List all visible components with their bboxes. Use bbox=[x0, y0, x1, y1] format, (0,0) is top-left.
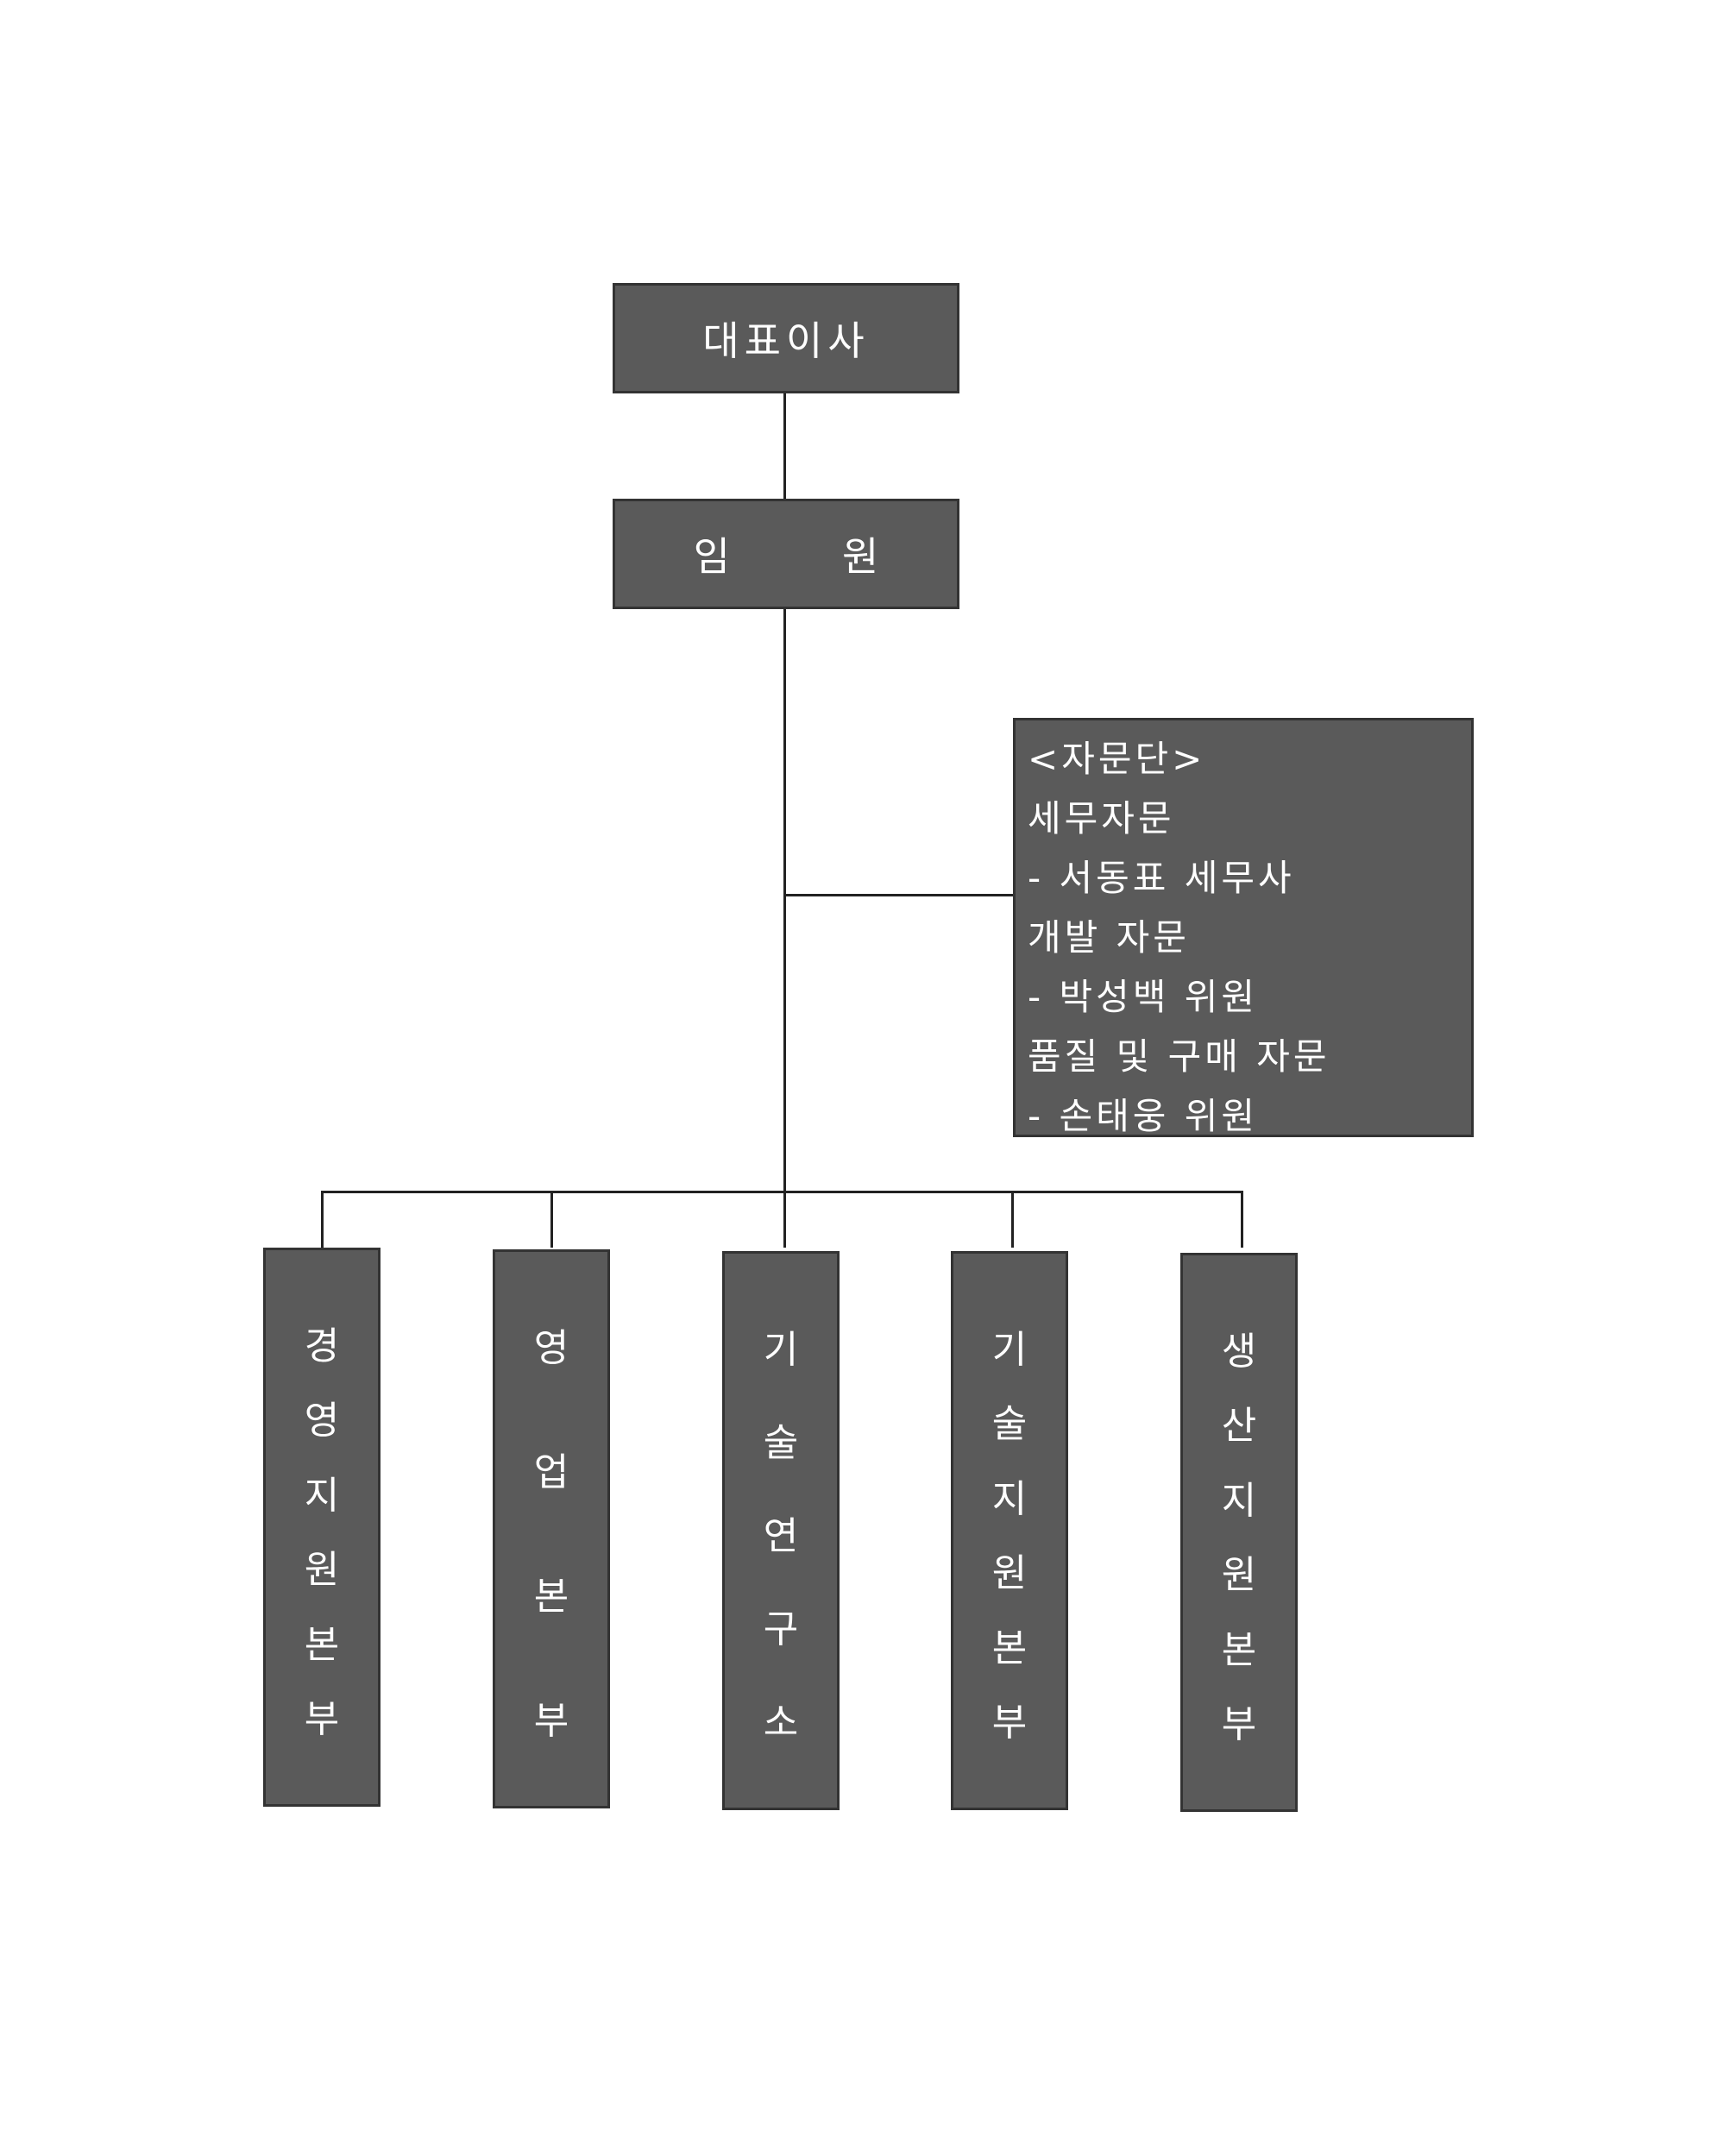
dept-char: 술 bbox=[991, 1402, 1028, 1447]
dept-char: 부 bbox=[991, 1700, 1028, 1745]
dept-char: 영 bbox=[304, 1399, 340, 1443]
connector-exec-trunk bbox=[783, 609, 786, 1248]
dept-char: 지 bbox=[991, 1476, 1028, 1521]
executives-label-char-2: 원 bbox=[842, 533, 879, 580]
dept-char: 산 bbox=[1221, 1404, 1257, 1449]
connector-dept-5 bbox=[1241, 1191, 1243, 1248]
dept-char: 소 bbox=[763, 1701, 799, 1745]
advisory-line: - 박성백 위원 bbox=[1028, 976, 1259, 1018]
dept-char: 본 bbox=[1221, 1627, 1257, 1672]
dept-sales: 영 업 본 부 bbox=[493, 1249, 610, 1808]
dept-char: 기 bbox=[991, 1328, 1028, 1372]
advisory-line: - 손태웅 위원 bbox=[1028, 1095, 1259, 1137]
dept-char: 구 bbox=[763, 1607, 799, 1651]
advisory-heading: <자문단> bbox=[1028, 738, 1206, 780]
dept-char: 원 bbox=[1221, 1553, 1257, 1598]
dept-technical-research-institute: 기 술 연 구 소 bbox=[722, 1251, 840, 1810]
advisory-line: - 서동표 세무사 bbox=[1028, 857, 1295, 899]
dept-char: 원 bbox=[991, 1551, 1028, 1596]
dept-char: 영 bbox=[533, 1326, 569, 1370]
dept-char: 지 bbox=[304, 1473, 340, 1518]
dept-char: 경 bbox=[304, 1324, 340, 1368]
connector-ceo-exec bbox=[783, 393, 786, 499]
advisory-board-box: <자문단> 세무자문 - 서동표 세무사 개발 자문 - 박성백 위원 품질 및… bbox=[1013, 718, 1474, 1137]
dept-char: 기 bbox=[763, 1328, 799, 1372]
dept-char: 본 bbox=[533, 1575, 569, 1619]
connector-dept-1 bbox=[321, 1191, 324, 1248]
ceo-box: 대표이사 bbox=[613, 283, 959, 393]
dept-char: 본 bbox=[304, 1622, 340, 1667]
dept-char: 업 bbox=[533, 1450, 569, 1494]
dept-char: 부 bbox=[304, 1696, 340, 1741]
dept-char: 지 bbox=[1221, 1478, 1257, 1523]
advisory-line: 세무자문 bbox=[1028, 797, 1175, 840]
connector-dept-4 bbox=[1011, 1191, 1014, 1248]
dept-char: 생 bbox=[1221, 1330, 1257, 1374]
dept-production-support: 생 산 지 원 본 부 bbox=[1180, 1253, 1298, 1812]
executives-box: 임 원 bbox=[613, 499, 959, 609]
advisory-line: 품질 및 구매 자문 bbox=[1028, 1035, 1330, 1078]
dept-technical-support: 기 술 지 원 본 부 bbox=[951, 1251, 1068, 1810]
executives-label-char-1: 임 bbox=[693, 533, 730, 580]
dept-char: 원 bbox=[304, 1548, 340, 1593]
dept-char: 술 bbox=[763, 1421, 799, 1465]
connector-advisory bbox=[783, 894, 1013, 896]
dept-char: 부 bbox=[1221, 1701, 1257, 1746]
dept-char: 본 bbox=[991, 1626, 1028, 1670]
advisory-line: 개발 자문 bbox=[1028, 916, 1190, 959]
dept-char: 연 bbox=[763, 1514, 799, 1558]
ceo-label: 대표이사 bbox=[702, 318, 870, 364]
connector-dept-2 bbox=[550, 1191, 553, 1248]
connector-dept-bus bbox=[321, 1191, 1242, 1193]
dept-management-support: 경 영 지 원 본 부 bbox=[263, 1248, 381, 1807]
dept-char: 부 bbox=[533, 1699, 569, 1743]
